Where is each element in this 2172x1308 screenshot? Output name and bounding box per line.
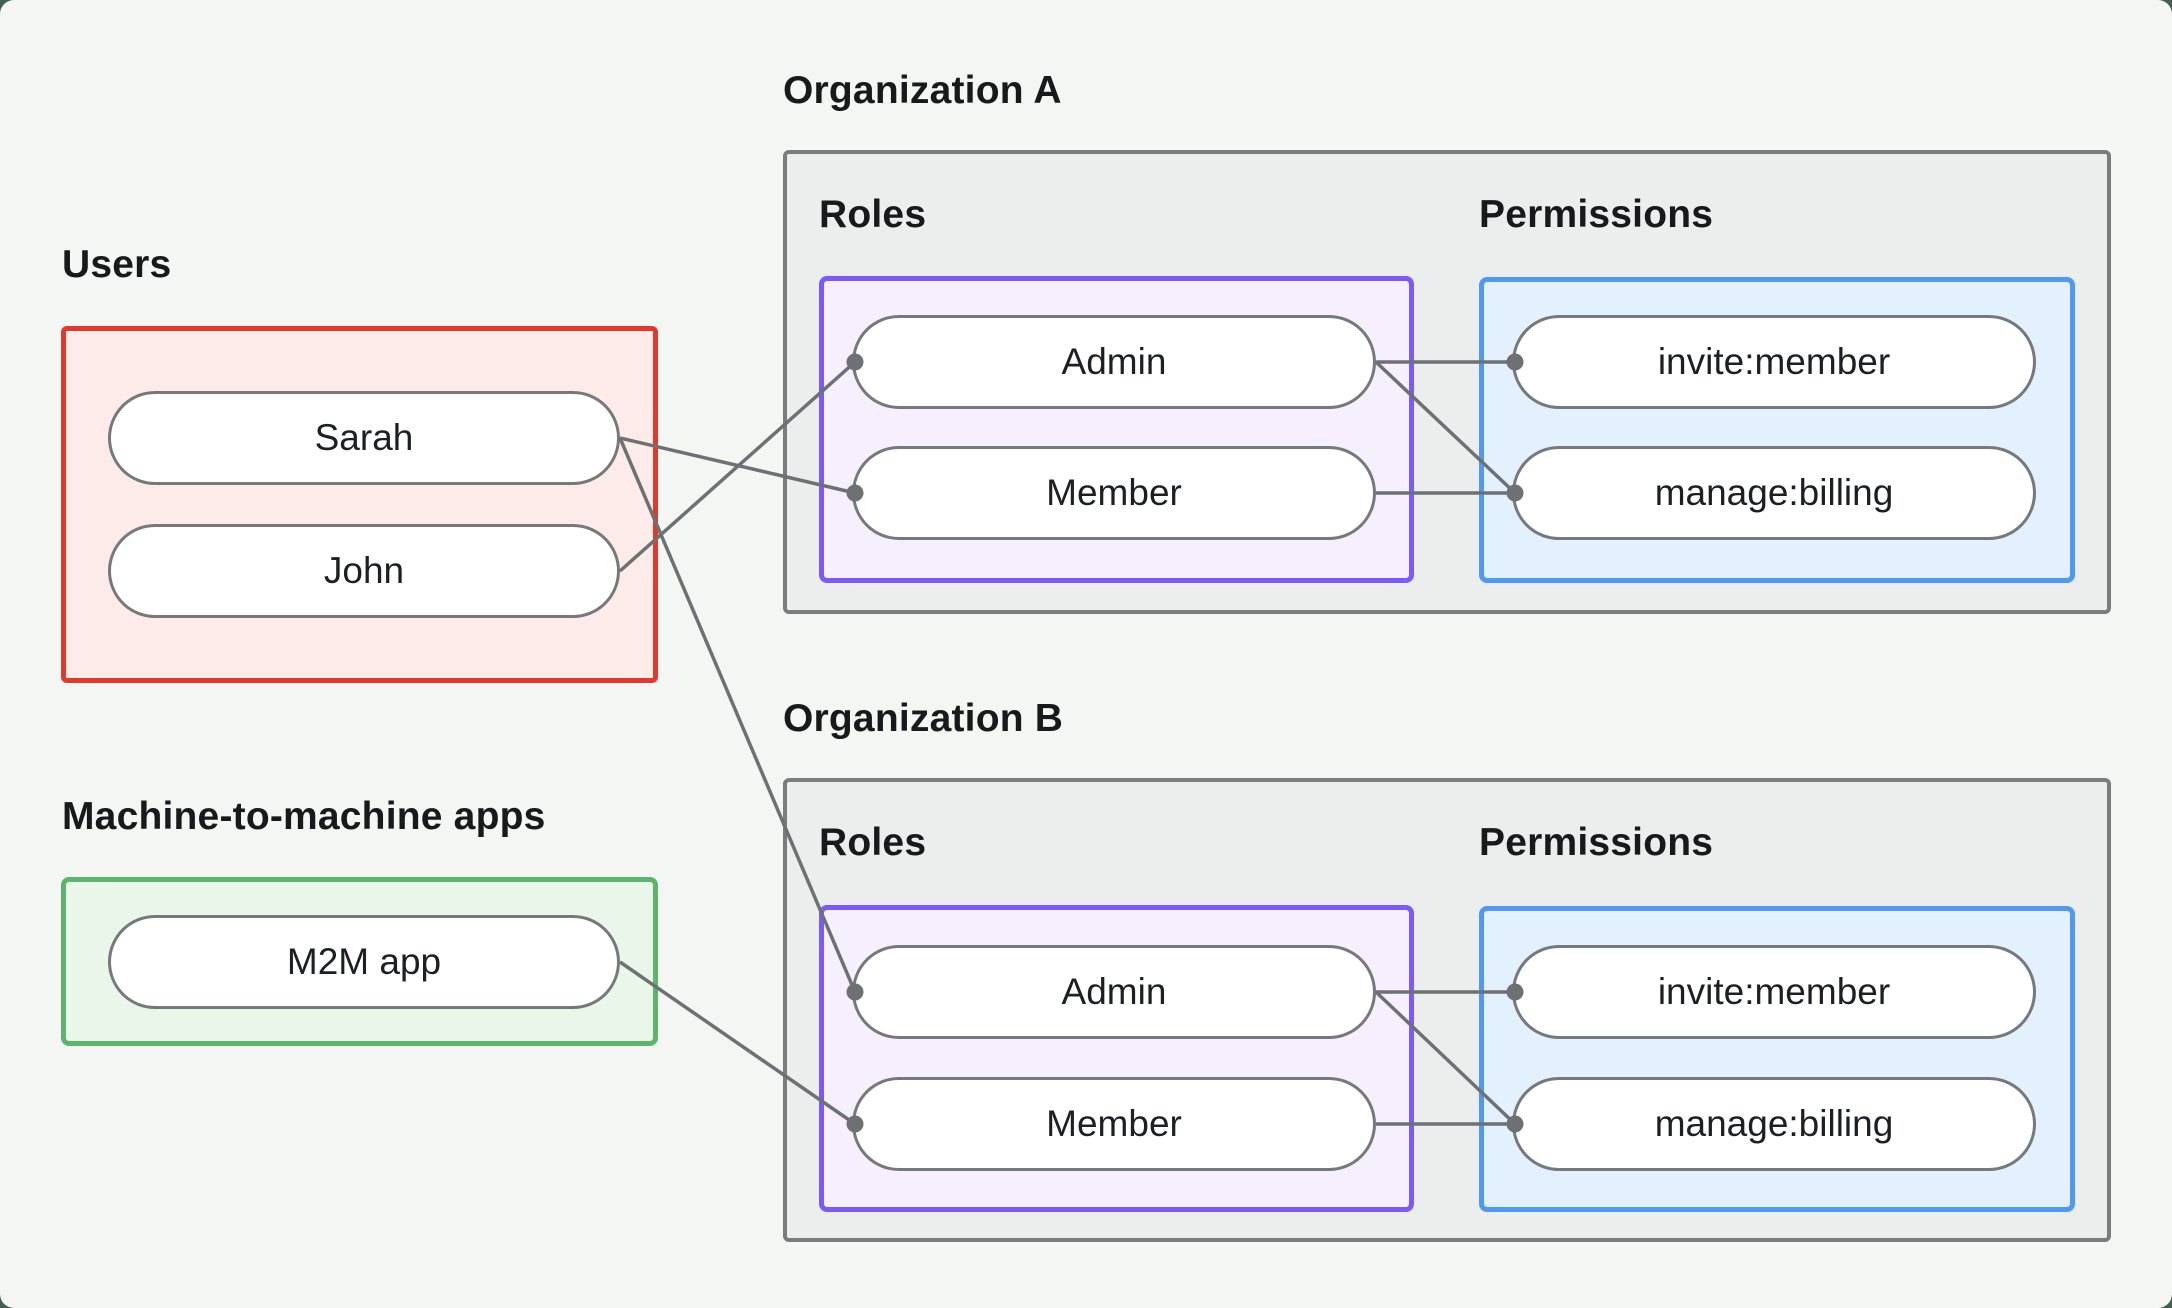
m2m-section-title: Machine-to-machine apps	[62, 795, 546, 838]
org-b-permissions-label: Permissions	[1479, 821, 1714, 864]
org-b-node-admin: Admin	[852, 945, 1376, 1039]
org-b-roles-label: Roles	[819, 821, 927, 864]
org-a-node-admin: Admin	[852, 315, 1376, 409]
users-section-title: Users	[62, 243, 172, 286]
org-b-title: Organization B	[783, 697, 1064, 740]
org-a-node-member: Member	[852, 446, 1376, 540]
node-john: John	[108, 524, 620, 618]
node-sarah: Sarah	[108, 391, 620, 485]
org-a-roles-label: Roles	[819, 193, 927, 236]
org-a-permissions-label: Permissions	[1479, 193, 1714, 236]
org-a-node-invite-member: invite:member	[1512, 315, 2036, 409]
org-a-title: Organization A	[783, 69, 1062, 112]
org-b-node-member: Member	[852, 1077, 1376, 1171]
node-m2m-app: M2M app	[108, 915, 620, 1009]
org-b-node-invite-member: invite:member	[1512, 945, 2036, 1039]
org-a-node-manage-billing: manage:billing	[1512, 446, 2036, 540]
users-group-box	[61, 326, 658, 683]
org-b-node-manage-billing: manage:billing	[1512, 1077, 2036, 1171]
